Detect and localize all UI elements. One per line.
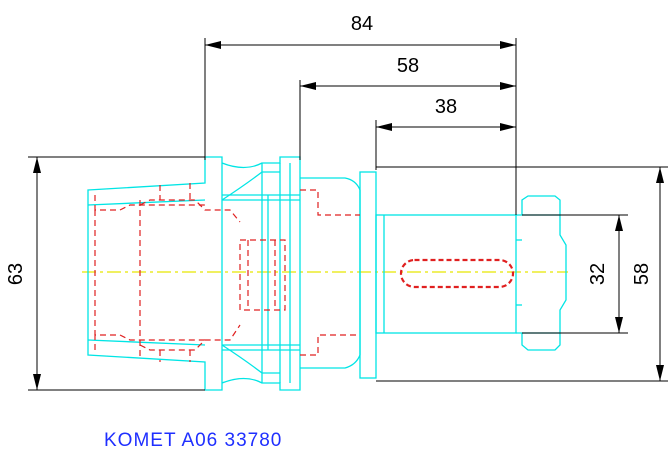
part-number-caption: KOMET A06 33780	[104, 430, 282, 451]
dim-label-short-length: 38	[435, 96, 457, 118]
dim-label-left-diameter: 63	[5, 263, 27, 285]
dim-label-collar-diameter: 58	[631, 263, 653, 285]
dimension-lines	[28, 38, 668, 391]
hidden-lines	[94, 183, 360, 362]
dim-label-overall-length: 84	[351, 13, 373, 35]
shank-slot	[399, 258, 515, 289]
part-outline	[87, 156, 567, 391]
dim-label-mid-length: 58	[397, 55, 419, 77]
dim-label-shank-diameter: 32	[587, 263, 609, 285]
